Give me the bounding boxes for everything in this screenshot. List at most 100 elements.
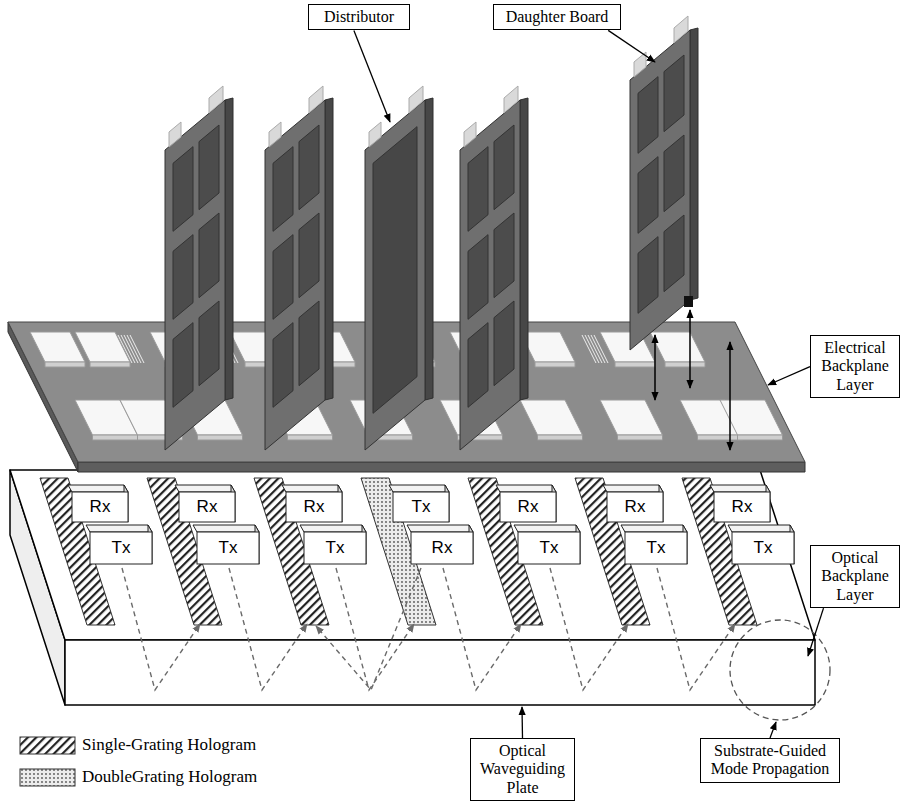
legend-swatch <box>20 737 75 754</box>
board-window <box>173 235 193 320</box>
board-window <box>664 215 684 292</box>
connector-module <box>520 400 583 435</box>
board-tab <box>369 122 381 147</box>
callout-box: Substrate-Guided Mode Propagation <box>700 738 840 783</box>
board-side <box>225 98 233 400</box>
callout-text: Daughter Board <box>500 8 614 26</box>
module-block <box>714 492 770 522</box>
connector-pins <box>594 335 608 363</box>
connector-module-front <box>90 362 130 367</box>
module-label: Tx <box>518 532 580 564</box>
connector-pins <box>130 335 144 363</box>
insertion-arrow <box>729 342 731 450</box>
board-window <box>494 301 514 386</box>
callout-text: Optical Waveguiding Plate <box>477 742 568 797</box>
module-top <box>728 525 794 532</box>
module-label: Tx <box>625 532 687 564</box>
module-block <box>411 532 473 564</box>
module-block <box>518 532 580 564</box>
connector-module-front <box>538 435 583 440</box>
callout-box: Optical Backplane Layer <box>810 545 900 608</box>
board-face <box>265 100 325 450</box>
module-block <box>179 492 235 522</box>
board-tab <box>169 122 181 147</box>
connector-module-front <box>93 435 138 440</box>
light-path <box>550 568 628 690</box>
board-window <box>373 127 417 414</box>
connector-pins <box>591 335 605 363</box>
module-label: Tx <box>304 532 366 564</box>
leader-line <box>770 722 776 738</box>
module-top <box>68 485 128 492</box>
board-window <box>199 213 219 298</box>
module-label: Tx <box>732 532 794 564</box>
module-label: Tx <box>90 532 152 564</box>
board-window <box>173 323 193 408</box>
board-window <box>199 301 219 386</box>
board-window <box>273 323 293 408</box>
module-label: Rx <box>179 492 235 522</box>
callout-box: Electrical Backplane Layer <box>810 335 900 398</box>
module-label: Rx <box>411 532 473 564</box>
module-top <box>710 485 770 492</box>
board-tab <box>674 16 688 43</box>
board-window <box>273 235 293 320</box>
connector-module-front <box>45 362 85 367</box>
module-top <box>86 525 152 532</box>
module-top <box>603 485 663 492</box>
leader-line <box>608 30 655 62</box>
board-window <box>494 125 514 210</box>
connector-pins <box>121 335 135 363</box>
leader-line <box>768 367 810 385</box>
connector-module <box>650 332 705 362</box>
module-block <box>732 532 794 564</box>
board-tab <box>464 122 476 147</box>
module-label: Tx <box>197 532 259 564</box>
module-label: Rx <box>72 492 128 522</box>
board-side <box>520 98 528 400</box>
module-top <box>175 485 235 492</box>
legend-swatch <box>20 769 75 786</box>
board-side <box>325 98 333 400</box>
board-window <box>299 213 319 298</box>
connector-module <box>600 400 663 435</box>
board-window <box>299 125 319 210</box>
module-top <box>496 485 556 492</box>
board-tab <box>309 86 323 113</box>
module-label: Rx <box>607 492 663 522</box>
board-face <box>630 30 690 350</box>
board-window <box>638 77 658 154</box>
callout-box: Optical Waveguiding Plate <box>470 738 575 801</box>
board-window <box>638 157 658 234</box>
illustration-group <box>8 16 830 786</box>
board-window <box>468 147 488 232</box>
module-top <box>407 525 473 532</box>
board-window <box>468 235 488 320</box>
connector-module-front <box>198 435 243 440</box>
connector-pins <box>588 335 602 363</box>
module-block <box>304 532 366 564</box>
module-block <box>393 492 449 522</box>
connector-module-front <box>738 435 783 440</box>
connector-module-front <box>288 435 333 440</box>
board-tab <box>209 86 223 113</box>
connector-module-front <box>615 362 655 367</box>
module-block <box>72 492 128 522</box>
module-top <box>514 525 580 532</box>
insertion-arrow <box>689 310 691 388</box>
leader-line <box>354 30 390 122</box>
module-top <box>193 525 259 532</box>
board-window <box>494 213 514 298</box>
connector-module-front <box>698 435 743 440</box>
module-block <box>607 492 663 522</box>
board-tab <box>409 86 423 113</box>
callout-box: Distributor <box>308 4 410 30</box>
board-window <box>468 323 488 408</box>
board-tab <box>269 122 281 147</box>
board-face <box>165 100 225 450</box>
board-face <box>460 100 520 450</box>
board-tab <box>634 52 646 77</box>
